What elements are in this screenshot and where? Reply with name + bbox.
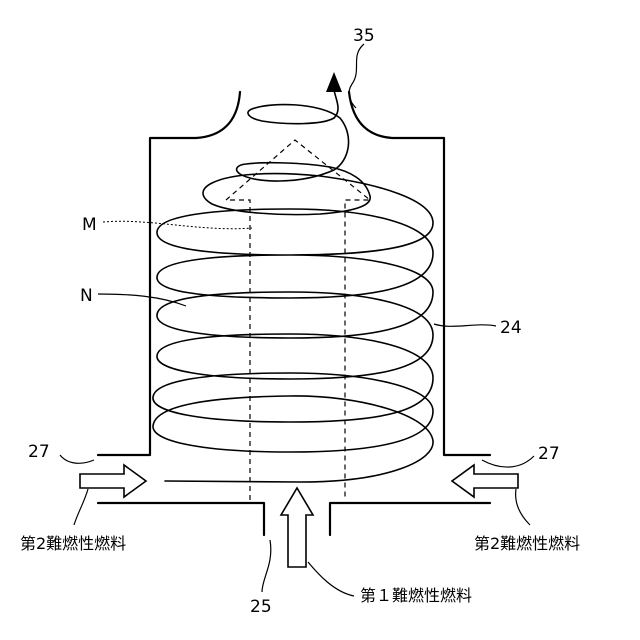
bottom-fuel-inlet-arrow bbox=[281, 488, 313, 567]
leader-N bbox=[98, 294, 186, 306]
chamber-right-upper-wall bbox=[349, 92, 490, 455]
chamber-left-bottom-wall bbox=[98, 503, 264, 535]
leader-M bbox=[103, 221, 252, 228]
label-N: N bbox=[80, 286, 93, 306]
inlet-arrows bbox=[80, 465, 518, 567]
label-second-fuel-left: 第2難燃性燃料 bbox=[20, 534, 126, 553]
label-second-fuel-right: 第2難燃性燃料 bbox=[474, 534, 580, 553]
leader-2nd-left bbox=[74, 489, 88, 525]
chamber-right-bottom-wall bbox=[330, 503, 490, 535]
chamber-left-upper-wall bbox=[98, 92, 240, 455]
right-fuel-inlet-arrow bbox=[452, 465, 518, 497]
label-first-fuel: 第１難燃性燃料 bbox=[360, 586, 472, 605]
label-M: M bbox=[82, 215, 97, 235]
label-27-right: 27 bbox=[538, 444, 560, 464]
central-flow-M bbox=[226, 140, 370, 500]
leader-27-left bbox=[60, 455, 94, 463]
label-24: 24 bbox=[500, 318, 522, 338]
swirl-spiral bbox=[153, 105, 433, 482]
leader-1st bbox=[308, 562, 354, 596]
dashed-flow-arrow bbox=[226, 140, 370, 500]
left-fuel-inlet-arrow bbox=[80, 465, 146, 497]
leader-35 bbox=[349, 44, 364, 108]
label-35: 35 bbox=[353, 26, 375, 46]
leader-27-right bbox=[482, 456, 534, 467]
leader-25 bbox=[262, 540, 271, 592]
label-25: 25 bbox=[250, 597, 272, 617]
swirl-exit-arrowhead bbox=[326, 72, 342, 92]
label-27-left: 27 bbox=[28, 442, 50, 462]
swirl-flow-N bbox=[153, 72, 433, 482]
leader-2nd-right bbox=[516, 489, 530, 525]
